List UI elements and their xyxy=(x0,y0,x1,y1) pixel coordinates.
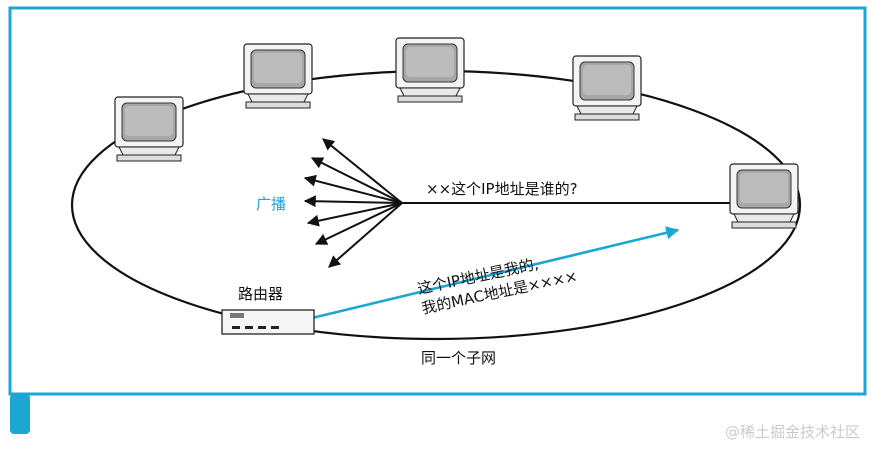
monitor-icon xyxy=(395,37,465,103)
router-label: 路由器 xyxy=(238,285,283,303)
broadcast-arrow xyxy=(322,138,403,204)
subnet-label: 同一个子网 xyxy=(421,349,496,367)
monitor-icon xyxy=(572,55,642,121)
frame-border xyxy=(8,6,867,396)
monitor-icon xyxy=(243,43,313,109)
broadcast-label: 广播 xyxy=(256,195,286,213)
router-icon xyxy=(221,309,315,335)
broadcast-arrow xyxy=(314,202,403,245)
broadcast-arrow xyxy=(328,202,403,268)
computer-5 xyxy=(729,163,799,229)
monitor-icon xyxy=(114,96,184,162)
reply-arrow xyxy=(311,226,680,320)
broadcast-arrows xyxy=(303,138,403,268)
query-label: ××这个IP地址是谁的? xyxy=(426,180,578,198)
watermark: @稀土掘金技术社区 xyxy=(724,423,860,441)
broadcast-arrow xyxy=(303,174,403,204)
broadcast-arrow xyxy=(306,202,403,227)
computer-4 xyxy=(572,55,642,121)
broadcast-arrow xyxy=(303,195,403,208)
computer-2 xyxy=(243,43,313,109)
frame-tab xyxy=(10,394,30,434)
broadcast-arrow xyxy=(310,157,403,204)
computer-3 xyxy=(395,37,465,103)
monitor-icon xyxy=(729,163,799,229)
computer-1 xyxy=(114,96,184,162)
